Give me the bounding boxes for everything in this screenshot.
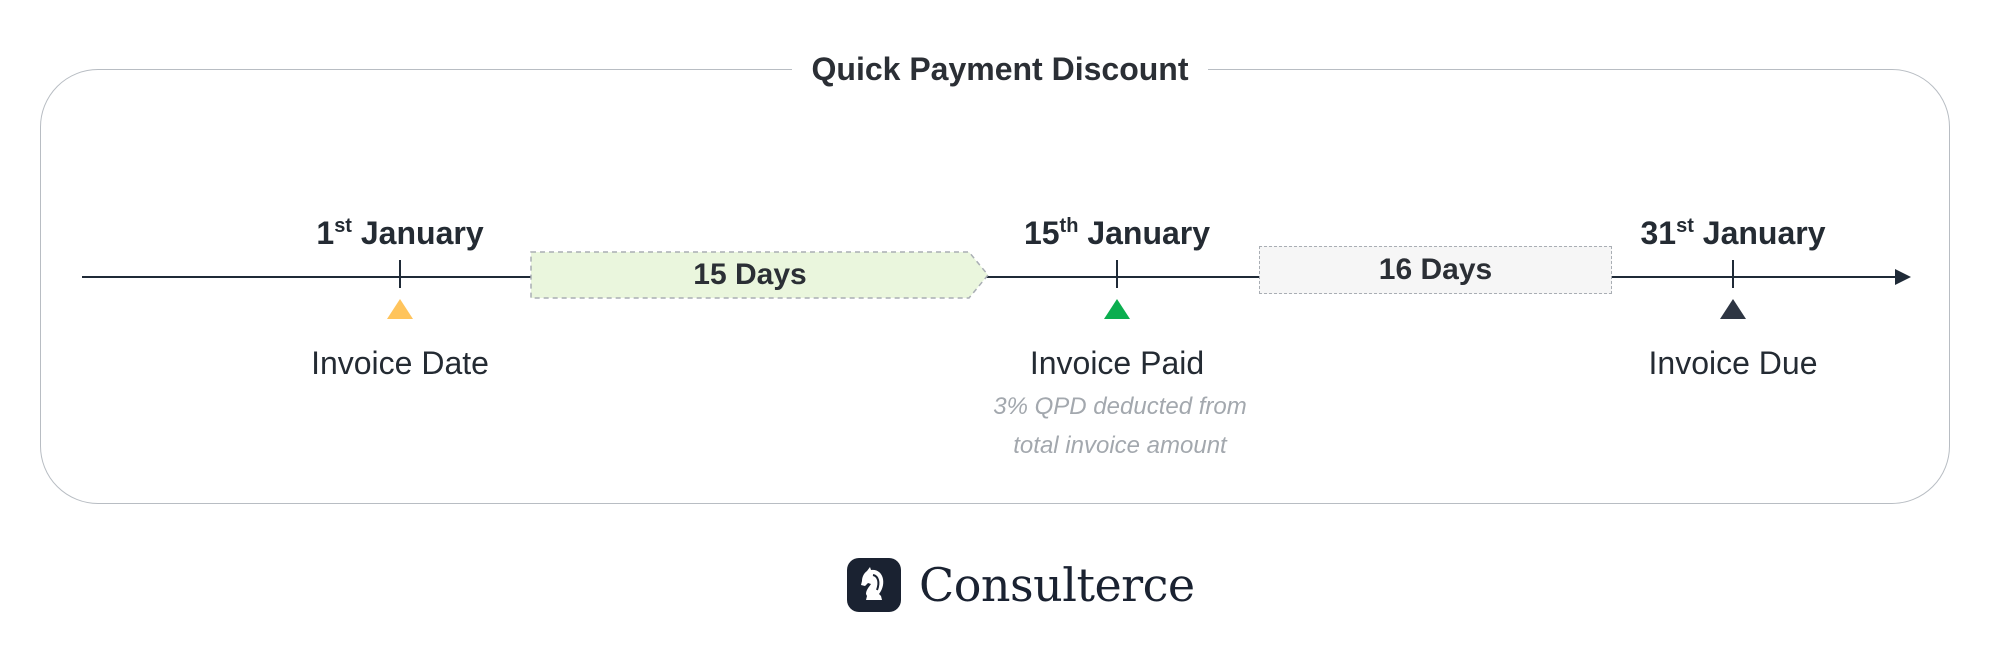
knight-chess-piece-icon (847, 558, 901, 612)
date-label-3: 31st January (1583, 206, 1883, 253)
qpd-note: 3% QPD deducted from total invoice amoun… (935, 387, 1305, 465)
period-16-label: 16 Days (1378, 253, 1493, 286)
date-month: January (1087, 215, 1211, 251)
event-invoice-date: Invoice Date (311, 345, 489, 381)
period-15-shape (530, 251, 989, 299)
event-invoice-paid: Invoice Paid (1029, 345, 1205, 381)
date-day: 31 (1640, 215, 1677, 251)
brand-logo: Consulterce (847, 558, 1195, 612)
date-day: 15 (1023, 215, 1060, 251)
timeline-arrowhead (1895, 269, 1911, 285)
tick-1 (399, 260, 401, 288)
period-16-days: 16 Days (1259, 246, 1612, 294)
invoice-due-marker (1720, 299, 1746, 319)
invoice-paid-marker (1104, 299, 1130, 319)
event-invoice-due: Invoice Due (1648, 345, 1818, 381)
timeline-axis (82, 276, 1898, 278)
date-label-1: 1st January (250, 206, 550, 253)
date-suffix: th (1059, 215, 1079, 237)
invoice-date-marker (387, 299, 413, 319)
qpd-note-line-1: 3% QPD deducted from (993, 393, 1247, 420)
date-suffix: st (334, 215, 352, 237)
date-month: January (360, 215, 484, 251)
brand-name: Consulterce (919, 558, 1195, 612)
date-day: 1 (316, 215, 335, 251)
period-15-label: 15 Days (693, 258, 807, 291)
tick-3 (1732, 260, 1734, 288)
period-15-days: 15 Days (530, 251, 990, 299)
qpd-note-line-2: total invoice amount (1013, 432, 1227, 459)
date-suffix: st (1676, 215, 1694, 237)
date-month: January (1702, 215, 1826, 251)
diagram-title: Quick Payment Discount (0, 48, 2000, 90)
date-label-2: 15th January (967, 206, 1267, 253)
tick-2 (1116, 260, 1118, 288)
